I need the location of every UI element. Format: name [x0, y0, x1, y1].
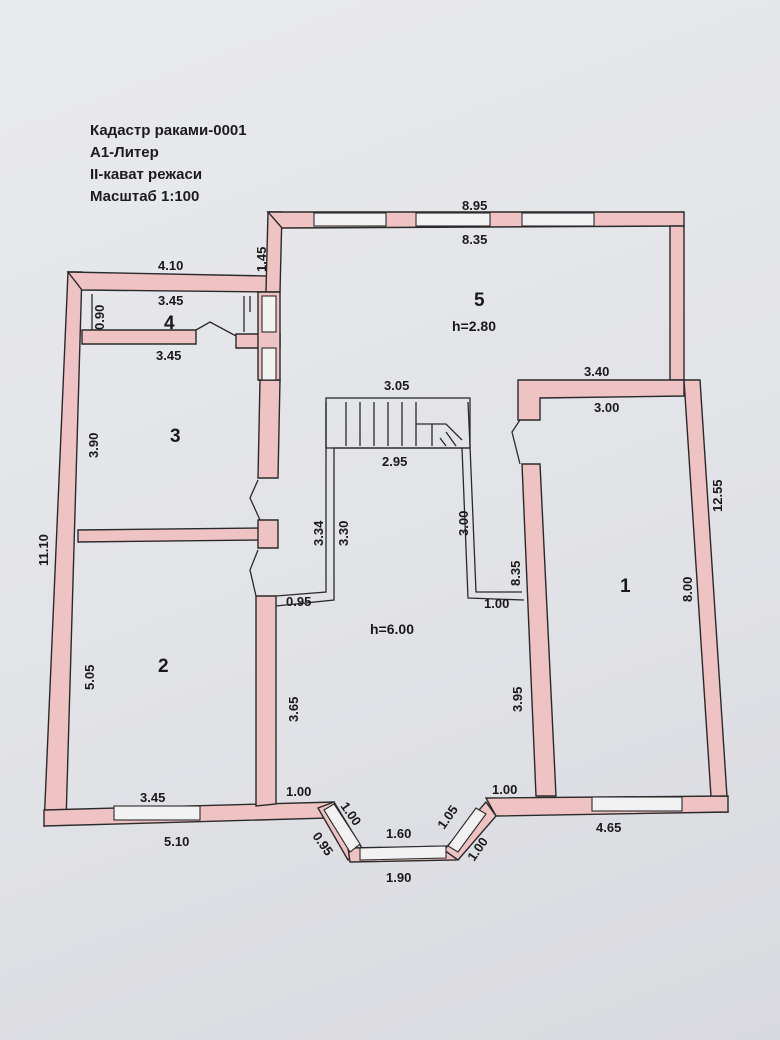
stairs	[325, 397, 471, 449]
dim-room1-outer-top: 3.40	[584, 364, 609, 379]
dim-room1-top: 3.00	[594, 400, 619, 415]
dim-bay-center-in: 1.60	[386, 826, 411, 841]
window-room4	[261, 295, 277, 333]
room-2-number: 2	[158, 656, 169, 677]
dim-stair-bottom: 2.95	[382, 454, 407, 469]
dim-top-inner: 8.35	[462, 232, 487, 247]
dim-bottom-left: 5.10	[164, 834, 189, 849]
door-room4	[195, 321, 237, 337]
dim-room4-outer: 4.10	[158, 258, 183, 273]
plan-header: Кадастр раками-0001 А1-Литер II-кават ре…	[90, 120, 247, 208]
wall-room3-right	[257, 379, 281, 479]
dim-room2-side: 5.05	[82, 665, 97, 690]
dim-right-total: 12.55	[710, 479, 725, 512]
hall-outline-right-inner	[461, 447, 525, 601]
wall-room2-right	[255, 595, 277, 807]
dim-room2-bottom: 3.45	[140, 790, 165, 805]
dim-bay-right-1: 1.00	[492, 782, 517, 797]
dim-top-outer: 8.95	[462, 198, 487, 213]
dim-left-total: 11.10	[36, 534, 51, 566]
window-room3	[261, 347, 277, 381]
dim-hall-offset-right: 1.00	[484, 596, 509, 611]
wall-room1-left	[521, 463, 557, 797]
wall-right-upper	[669, 225, 685, 381]
room-1-number: 1	[620, 576, 631, 597]
window-bay-left	[323, 803, 361, 853]
dim-room1-bottom: 4.65	[596, 820, 621, 835]
window-top-3	[521, 212, 595, 227]
door-room3	[249, 479, 261, 521]
stair-turn	[416, 423, 433, 446]
dim-bay-right-2: 1.05	[434, 802, 461, 831]
window-bottom-left	[113, 805, 201, 821]
wall-room3-room2	[77, 527, 263, 543]
dim-room4-side: 0.90	[92, 305, 107, 330]
dim-room1-side: 8.00	[680, 577, 695, 602]
dim-hall-right-lower: 3.95	[510, 687, 525, 712]
room-5-number: 5	[474, 290, 485, 311]
hall-outline-left-inner	[275, 448, 335, 607]
wall-room1-top	[517, 379, 685, 421]
window-bay-right	[447, 807, 487, 853]
liter-label: А1-Литер	[90, 144, 159, 161]
room-3-number: 3	[170, 426, 181, 447]
cadastre-number: Кадастр раками-0001	[90, 122, 247, 139]
door-room1	[511, 419, 521, 465]
wall-room4-room3	[81, 329, 197, 345]
stair-step	[445, 431, 457, 447]
wall-room4-top	[66, 271, 269, 293]
dim-hall-right-a: 3.00	[456, 511, 471, 536]
dim-left-step: 1.45	[254, 247, 269, 272]
hall-outline-left	[275, 402, 327, 597]
stair-step	[439, 437, 447, 447]
dim-hall-offset-left: 0.95	[286, 594, 311, 609]
hall-height: h=6.00	[370, 621, 414, 637]
door-room2	[249, 549, 259, 597]
dim-hall-left-b: 3.30	[336, 521, 351, 546]
dim-room3-top: 3.45	[156, 348, 181, 363]
dim-bay-center-out: 1.90	[386, 870, 411, 885]
dim-room3-side: 3.90	[86, 433, 101, 458]
room-5-height: h=2.80	[452, 318, 496, 334]
stair-turn-2	[432, 423, 463, 441]
scale-label: Масштаб 1:100	[90, 188, 200, 205]
window-top-1	[313, 212, 387, 227]
window-top-2	[415, 212, 491, 227]
dim-bay-left-1: 1.00	[286, 784, 311, 799]
floor-label: II-кават режаси	[90, 166, 203, 183]
window-bottom-right	[591, 796, 683, 812]
dim-hall-left-a: 3.34	[311, 520, 326, 546]
room-4-number: 4	[164, 313, 175, 334]
window-bay-bottom	[359, 845, 447, 861]
dim-hall-right-total: 8.35	[508, 561, 523, 586]
wall-pillar	[257, 519, 279, 549]
dim-hall-left-lower: 3.65	[286, 697, 301, 722]
dim-room4-top: 3.45	[158, 293, 183, 308]
dim-stair-top: 3.05	[384, 378, 409, 393]
hall-outline-right	[467, 401, 522, 593]
